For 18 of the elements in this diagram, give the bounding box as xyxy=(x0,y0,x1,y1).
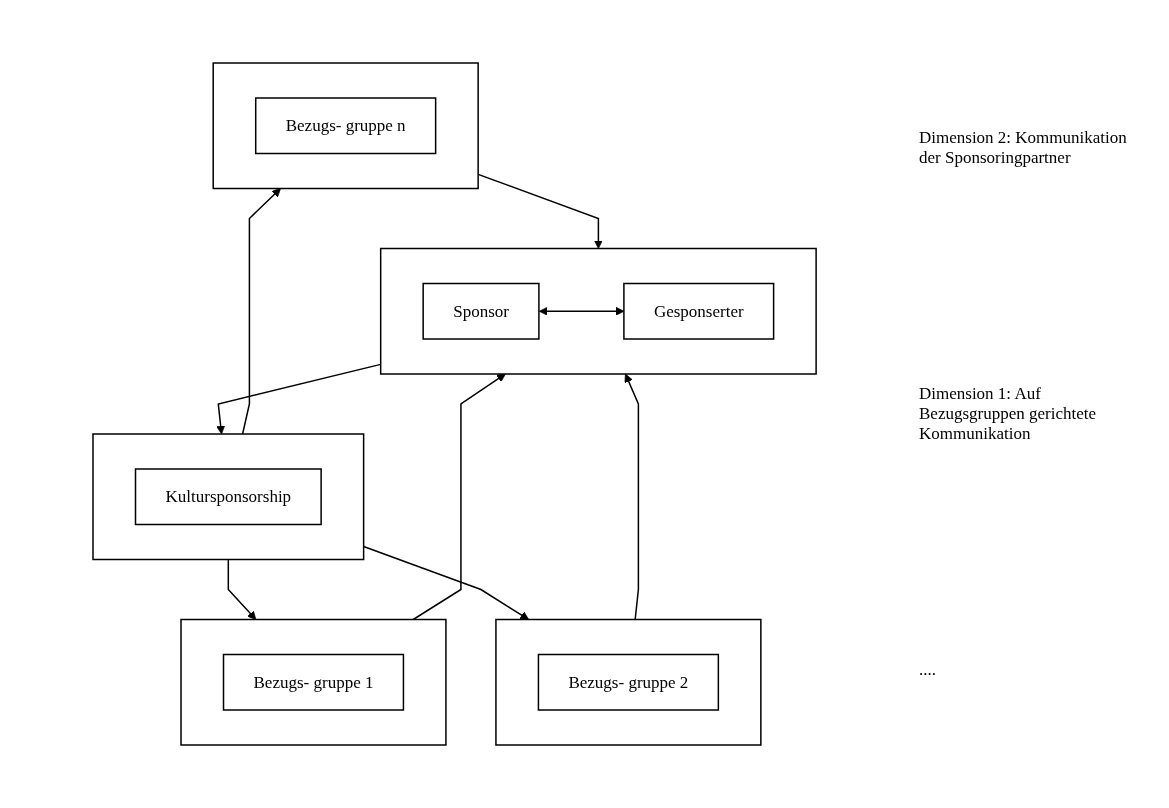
node-box: Bezugs- gruppe 1 xyxy=(222,653,405,711)
arrow xyxy=(241,188,281,435)
cluster xyxy=(92,433,365,561)
arrow xyxy=(624,373,640,621)
cluster xyxy=(379,247,817,375)
node-box: Gesponserter xyxy=(623,282,775,340)
note-text: Dimension 1: Auf Bezugsgruppen gerichtete Kommunikation xyxy=(919,384,1097,444)
note-text: Dimension 2: Kommunikation der Sponsoringpartner xyxy=(919,128,1128,168)
node-box: Bezugs- gruppe 2 xyxy=(537,653,720,711)
arrow xyxy=(412,373,506,621)
cluster xyxy=(212,62,479,190)
cluster xyxy=(180,618,447,746)
arrow xyxy=(227,558,257,620)
node-box: Kultursponsorship xyxy=(134,468,322,526)
node-box: Sponsor xyxy=(422,282,540,340)
cluster xyxy=(495,618,762,746)
note-text: .... xyxy=(919,660,937,680)
node-box: Bezugs- gruppe n xyxy=(254,97,437,155)
